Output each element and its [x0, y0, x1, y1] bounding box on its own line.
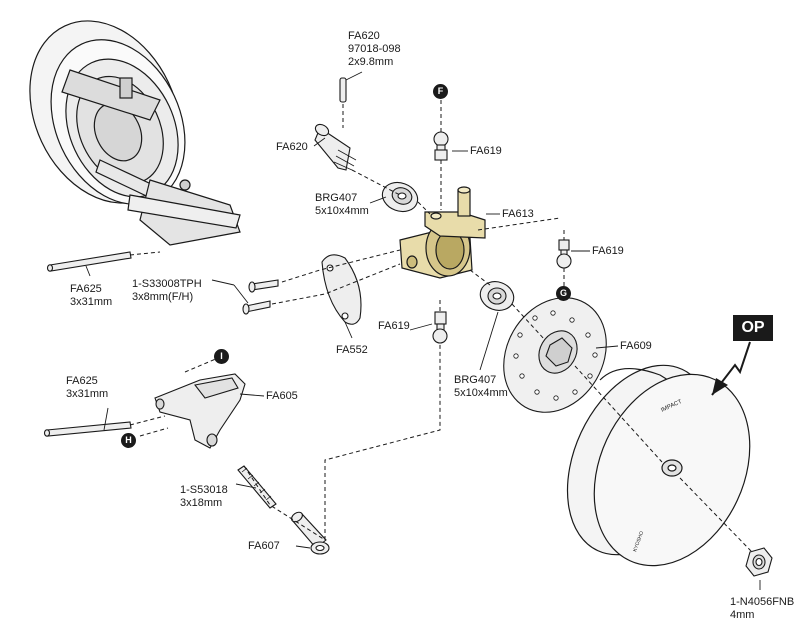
pin-fa625-top-shape — [46, 251, 132, 272]
ballstud-fa619-right-shape — [556, 239, 572, 269]
marker-i: I — [214, 349, 229, 364]
label-fa552: FA552 — [336, 344, 368, 357]
label-fa620-kingpin-code: FA620 — [276, 141, 308, 153]
label-fa619-right-code: FA619 — [592, 245, 624, 257]
label-fa619-bottom-code: FA619 — [378, 320, 410, 332]
label-fa619-bottom: FA619 — [378, 320, 410, 333]
label-fa605: FA605 — [266, 390, 298, 403]
label-fa620-pin-spec1: 97018-098 — [348, 43, 401, 55]
label-fa625-top-spec: 3x31mm — [70, 296, 113, 308]
label-fa619-top-code: FA619 — [470, 145, 502, 157]
label-fa620-kingpin: FA620 — [276, 141, 308, 154]
label-fa625-top-code: FA625 — [70, 283, 102, 295]
assembled-wheel-illustration — [29, 20, 241, 246]
ballstud-fa619-bottom-shape — [432, 311, 448, 344]
bearing-brg407-top-shape — [381, 181, 419, 213]
label-nut-n4056fnb: 1-N4056FNB 4mm — [730, 596, 794, 622]
option-part-arrow — [711, 341, 751, 396]
arm-fa605-shape — [154, 373, 246, 449]
label-brg407-top: BRG407 5x10x4mm — [315, 192, 369, 218]
label-fa552-code: FA552 — [336, 344, 368, 356]
label-brg407-top-code: BRG407 — [315, 192, 358, 204]
assembly-guide-lines — [129, 100, 753, 553]
bearing-brg407-bottom-shape — [479, 281, 515, 311]
label-brg407-top-spec: 5x10x4mm — [315, 205, 369, 217]
label-fa619-right: FA619 — [592, 245, 624, 258]
pin-fa625-bottom-shape — [43, 421, 132, 437]
label-fa613: FA613 — [502, 208, 534, 221]
ballend-fa607-shape — [291, 511, 330, 555]
label-nut-n4056fnb-code: 1-N4056FNB — [730, 596, 795, 608]
caliper-fa552-shape — [321, 254, 362, 325]
label-fa620-pin-code: FA620 — [348, 30, 380, 42]
label-nut-n4056fnb-spec: 4mm — [730, 609, 755, 621]
callout-leader-lines — [85, 71, 761, 590]
ballstud-fa619-top-shape — [433, 131, 449, 161]
label-fa609-code: FA609 — [620, 340, 652, 352]
label-fa607-code: FA607 — [248, 540, 280, 552]
label-fa613-code: FA613 — [502, 208, 534, 220]
option-part-arrowhead — [712, 378, 728, 395]
option-part-badge: OP — [733, 315, 773, 341]
label-fa625-bottom-code: FA625 — [66, 375, 98, 387]
marker-g: G — [556, 286, 571, 301]
label-screw-s33008tph-code: 1-S33008TPH — [132, 278, 202, 290]
setscrew-s53018-shape — [237, 465, 277, 509]
label-brg407-bottom: BRG407 5x10x4mm — [454, 374, 508, 400]
label-fa625-bottom: FA625 3x31mm — [66, 375, 108, 401]
label-brg407-bottom-code: BRG407 — [454, 374, 497, 386]
label-screw-s33008tph: 1-S33008TPH 3x8mm(F/H) — [132, 278, 202, 304]
label-screw-s53018-spec: 3x18mm — [180, 497, 223, 509]
label-fa605-code: FA605 — [266, 390, 298, 402]
label-fa619-top: FA619 — [470, 145, 502, 158]
screw-s33008tph-shape — [242, 279, 279, 315]
nut-n4056fnb-shape — [745, 547, 773, 577]
label-screw-s53018: 1-S53018 3x18mm — [180, 484, 228, 510]
label-fa625-bottom-spec: 3x31mm — [66, 388, 109, 400]
label-fa609: FA609 — [620, 340, 652, 353]
label-screw-s53018-code: 1-S53018 — [180, 484, 228, 496]
label-fa607: FA607 — [248, 540, 280, 553]
kingpin-fa620-shape — [314, 123, 357, 171]
brake-disc-fa609-shape — [503, 297, 607, 413]
label-fa625-top: FA625 3x31mm — [70, 283, 112, 309]
pin-fa620-shape — [339, 77, 347, 103]
wheel-tire-shape — [566, 364, 751, 567]
label-brg407-bottom-spec: 5x10x4mm — [454, 387, 508, 399]
label-fa620-pin-spec2: 2x9.8mm — [348, 56, 394, 68]
knuckle-fa613-shape — [399, 186, 486, 279]
marker-h: H — [121, 433, 136, 448]
label-screw-s33008tph-spec: 3x8mm(F/H) — [132, 291, 194, 303]
marker-f: F — [433, 84, 448, 99]
label-fa620-pin: FA620 97018-098 2x9.8mm — [348, 30, 401, 69]
